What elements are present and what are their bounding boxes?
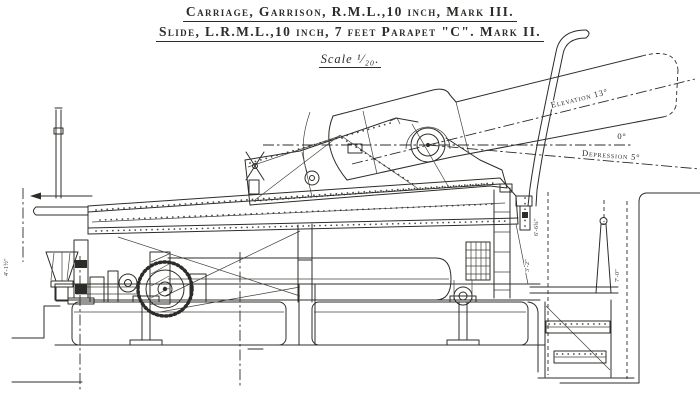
slide-front-frame [454,188,510,305]
carriage-bracket [245,112,507,205]
trunnion [406,127,450,162]
steps-ladder [530,218,634,379]
centerline-elevation [352,79,695,164]
dimension-label-step-rise: 3'-2" [525,259,531,272]
zero-label: 0° [617,131,626,141]
davit-arc [500,30,589,230]
title-block: Carriage, Garrison, R.M.L.,10 inch, Mark… [0,3,700,42]
handspike-pole [54,108,63,198]
drawing-title-carriage: Carriage, Garrison, R.M.L.,10 inch, Mark… [182,3,518,22]
depression-label: Depression 5° [582,148,641,163]
centerline-depression [428,145,700,169]
muzzle-phantom [642,54,678,118]
dimension-label-left-height: 4'-1½" [3,258,10,276]
compressor-cylinder [150,252,451,304]
compressor-grid-block [466,242,490,280]
racer-rail-left [130,296,162,345]
ground-profile-left [12,188,263,390]
drawing-title-slide: Slide, L.R.M.L.,10 inch, 7 feet Parapet … [155,23,545,42]
elevating-crank [246,152,264,194]
dimension-label-parapet-height: 7'-0" [615,269,621,282]
racer-rail-right [447,296,479,345]
slide-girder [34,178,529,312]
parapet-wall [548,192,700,383]
traversing-gear [46,240,206,316]
gun-barrel [329,54,678,181]
scale-note: Scale ¹⁄₂₀. [318,52,382,68]
dimension-label-carriage-height: 6'-6¾" [533,218,540,236]
davit-foot [500,184,532,230]
elevation-label: Elevation 13° [550,86,609,109]
